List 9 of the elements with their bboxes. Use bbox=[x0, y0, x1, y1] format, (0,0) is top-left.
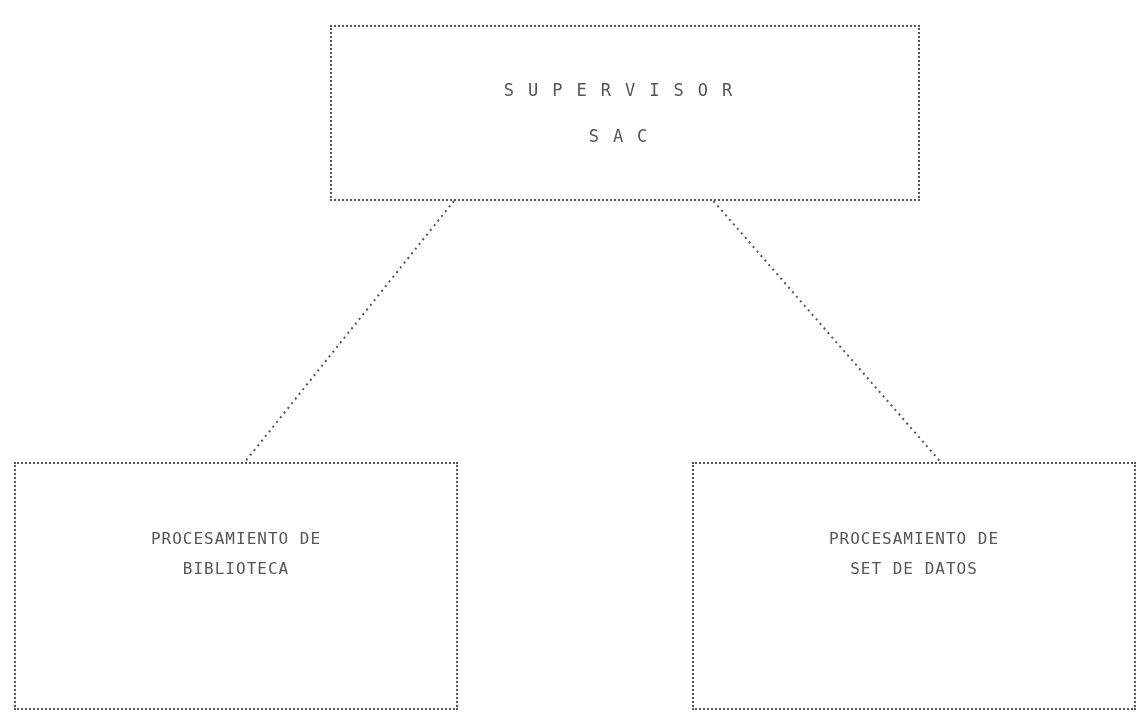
connector-line bbox=[712, 200, 942, 463]
process-box bbox=[14, 462, 458, 710]
box-text: SAC bbox=[588, 125, 662, 148]
process-box bbox=[330, 25, 920, 201]
box-text: SUPERVISOR bbox=[503, 78, 747, 102]
connector-line bbox=[243, 200, 455, 463]
box-text: PROCESAMIENTO DE SET DE DATOS bbox=[827, 528, 1001, 581]
process-box bbox=[692, 462, 1136, 710]
box-text: PROCESAMIENTO DE BIBLIOTECA bbox=[149, 528, 323, 581]
